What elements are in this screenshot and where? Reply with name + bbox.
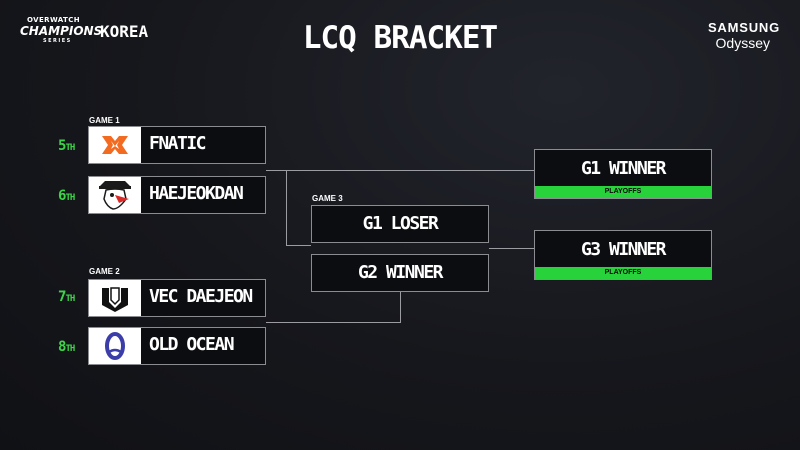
sponsor-product: Odyssey bbox=[715, 35, 770, 51]
connector-g1-loser-in bbox=[286, 245, 311, 246]
team-row-vec-daejeon: VEC DAEJEON bbox=[88, 279, 266, 317]
team-row-old-ocean: OLD OCEAN bbox=[88, 327, 266, 365]
playoffs-badge: PLAYOFFS bbox=[535, 267, 711, 279]
result-label: G3 WINNER bbox=[580, 239, 667, 260]
seed-suffix: TH bbox=[65, 193, 75, 203]
result-g3-winner: G3 WINNER PLAYOFFS bbox=[534, 230, 712, 280]
connector-g1-loser-drop bbox=[286, 170, 287, 246]
haejeokdan-pirate-logo-icon bbox=[89, 177, 141, 213]
logo-line1: OVERWATCH bbox=[27, 16, 81, 24]
connector-g2-to-g3 bbox=[266, 322, 401, 323]
team-name: OLD OCEAN bbox=[149, 334, 235, 355]
seed-suffix: TH bbox=[65, 344, 75, 354]
seed-label: 6TH bbox=[58, 188, 75, 204]
connector-g2-up bbox=[400, 292, 401, 322]
game3-slot-g2-winner: G2 WINNER bbox=[311, 254, 489, 292]
logo-region: KOREA bbox=[100, 22, 149, 41]
slot-label: G2 WINNER bbox=[357, 262, 444, 283]
team-name: HAEJEOKDAN bbox=[149, 183, 244, 204]
seed-number: 7 bbox=[58, 289, 67, 305]
playoffs-badge: PLAYOFFS bbox=[535, 186, 711, 198]
seed-suffix: TH bbox=[65, 143, 75, 153]
team-name: FNATIC bbox=[149, 133, 207, 154]
seed-label: 7TH bbox=[58, 289, 75, 305]
seed-number: 8 bbox=[58, 339, 67, 355]
seed-number: 6 bbox=[58, 188, 67, 204]
seed-number: 5 bbox=[58, 138, 67, 154]
page-title: LCQ BRACKET bbox=[302, 20, 498, 56]
result-g1-winner: G1 WINNER PLAYOFFS bbox=[534, 149, 712, 199]
team-row-fnatic: FNATIC bbox=[88, 126, 266, 164]
team-row-haejeokdan: HAEJEOKDAN bbox=[88, 176, 266, 214]
slot-label: G1 LOSER bbox=[362, 213, 439, 234]
game1-label: GAME 1 bbox=[89, 116, 120, 125]
game3-label: GAME 3 bbox=[312, 194, 343, 203]
seed-label: 5TH bbox=[58, 138, 75, 154]
old-ocean-logo-icon bbox=[89, 328, 141, 364]
connector-g3-to-winner bbox=[489, 248, 534, 249]
connector-g1-to-winner bbox=[266, 170, 534, 171]
result-label: G1 WINNER bbox=[580, 158, 667, 179]
vec-daejeon-logo-icon bbox=[89, 280, 141, 316]
logo-line2: CHAMPIONS bbox=[20, 24, 103, 38]
game2-label: GAME 2 bbox=[89, 267, 120, 276]
fnatic-logo-icon bbox=[89, 127, 141, 163]
seed-label: 8TH bbox=[58, 339, 75, 355]
team-name: VEC DAEJEON bbox=[149, 286, 253, 307]
seed-suffix: TH bbox=[65, 294, 75, 304]
logo-line3: SERIES bbox=[43, 38, 72, 44]
overwatch-champions-series-logo: OVERWATCH CHAMPIONS SERIES KOREA bbox=[20, 14, 148, 48]
game3-slot-g1-loser: G1 LOSER bbox=[311, 205, 489, 243]
sponsor-brand: SAMSUNG bbox=[707, 20, 780, 35]
